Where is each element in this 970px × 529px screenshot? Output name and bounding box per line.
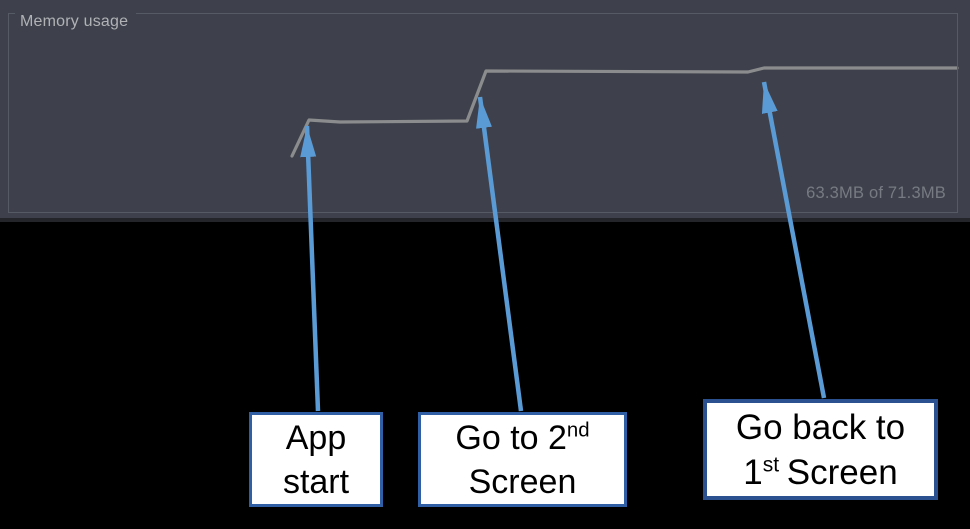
panel-title: Memory usage <box>15 12 137 31</box>
label-line: start <box>282 462 350 501</box>
memory-usage-groupbox: Memory usage <box>8 12 958 213</box>
panel-bottom-edge <box>0 218 970 222</box>
ordinal-suffix: nd <box>566 419 590 442</box>
label-line: App <box>285 418 347 457</box>
memory-usage-panel: Memory usage 63.3MB of 71.3MB <box>0 0 970 222</box>
label-line: Go back to <box>735 407 906 447</box>
ordinal-suffix: st <box>762 452 780 476</box>
memory-usage-value: 63.3MB of 71.3MB <box>806 184 946 202</box>
label-box-go-to-2nd-screen: Go to 2nd Screen <box>418 412 627 507</box>
label-box-app-start: App start <box>249 412 383 507</box>
memory-usage-line <box>290 66 959 158</box>
memory-usage-chart <box>290 66 959 158</box>
label-line: Screen <box>468 462 577 501</box>
label-line: Go to 2nd <box>455 418 590 457</box>
